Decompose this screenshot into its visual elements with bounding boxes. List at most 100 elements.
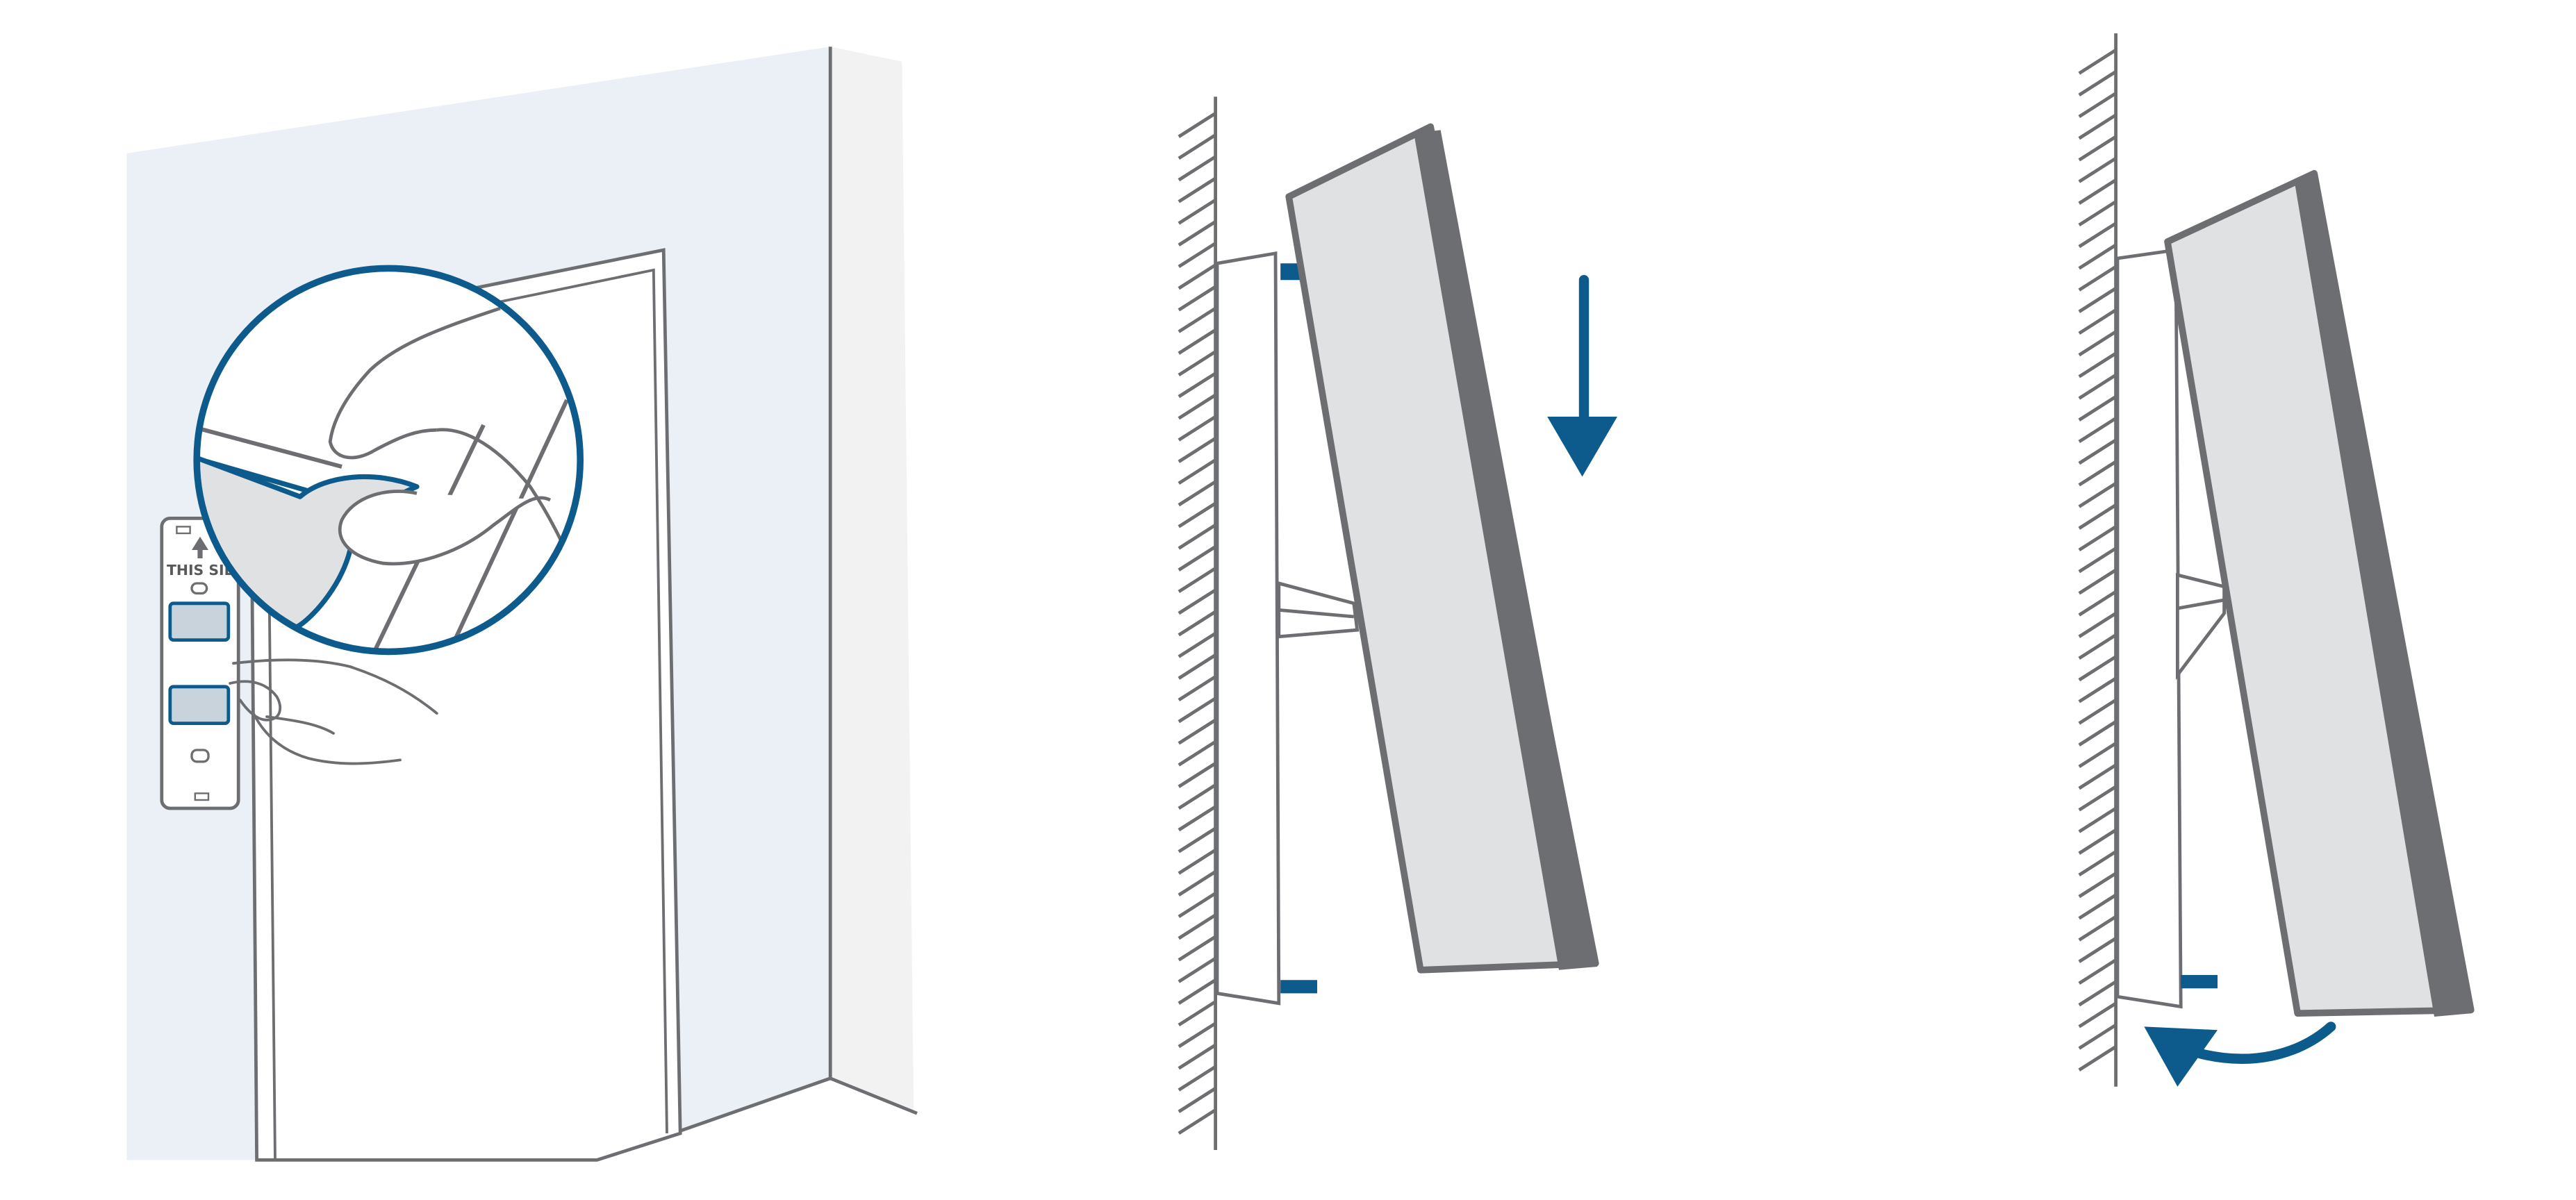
zoom-callout — [193, 265, 584, 656]
adhesive-strip-bottom — [168, 685, 231, 725]
curved-arrow-left-icon — [2144, 1022, 2336, 1087]
hatch-mark — [2078, 1045, 2117, 1072]
hatch-mark — [2078, 655, 2117, 682]
hatch-mark — [1178, 826, 1216, 853]
hatch-mark — [2078, 893, 2117, 920]
hatch-mark — [1178, 610, 1216, 637]
mounting-plate-side-2 — [2115, 248, 2183, 1009]
hatch-mark — [1178, 263, 1216, 290]
hatch-mark — [1178, 545, 1216, 572]
hatch-mark — [2078, 222, 2117, 249]
hatch-mark — [2078, 612, 2117, 638]
hatch-mark — [2078, 525, 2117, 552]
mounting-plate-side — [1215, 251, 1281, 1006]
hatch-mark — [1178, 176, 1216, 203]
adhesive-strip-top — [168, 601, 231, 642]
hatch-mark — [2078, 70, 2117, 97]
floor-line-side — [829, 1076, 918, 1115]
kickstand-2 — [2176, 572, 2226, 681]
hatch-mark — [1178, 501, 1216, 528]
hatch-mark — [1178, 415, 1216, 442]
hatch-mark — [2078, 937, 2117, 963]
wall-hatching — [1178, 97, 1217, 1150]
hatch-mark — [2078, 373, 2117, 400]
panel-2-hang-device — [1178, 97, 1617, 1150]
hatch-mark — [1178, 393, 1216, 420]
hatch-mark — [1178, 956, 1216, 983]
hatch-mark — [2078, 200, 2117, 227]
hatch-mark — [2078, 135, 2117, 162]
hatch-mark — [2078, 850, 2117, 877]
hatch-mark — [2078, 92, 2117, 119]
hatch-mark — [1178, 935, 1216, 962]
hatch-mark — [2078, 395, 2117, 422]
hatch-mark — [2078, 676, 2117, 703]
hatch-mark — [2078, 698, 2117, 725]
hatch-mark — [1178, 328, 1216, 355]
device-tilted-2 — [2164, 169, 2475, 1017]
hatch-mark — [1178, 697, 1216, 724]
hatch-mark — [1178, 437, 1216, 463]
wall-hatching-2 — [2078, 33, 2117, 1087]
hatch-mark — [1178, 198, 1216, 225]
hatch-mark — [1178, 242, 1216, 269]
hatch-mark — [1178, 458, 1216, 485]
mounting-plate: THIS SIDE — [160, 517, 245, 810]
hatch-mark — [1178, 870, 1216, 897]
top-hook — [1280, 263, 1301, 281]
hatch-mark — [1178, 675, 1216, 702]
hatch-mark — [1178, 112, 1216, 138]
panel-3-press-to-wall — [2078, 33, 2475, 1087]
hatch-mark — [1178, 480, 1216, 507]
hatch-mark — [2078, 330, 2117, 357]
hatch-mark — [1178, 1065, 1216, 1092]
hatch-mark — [1178, 350, 1216, 377]
kickstand — [1277, 581, 1360, 639]
hatch-mark — [2078, 351, 2117, 378]
hatch-mark — [1178, 285, 1216, 312]
hatch-mark — [2078, 156, 2117, 183]
hatch-mark — [2078, 547, 2117, 574]
hatch-mark — [1178, 762, 1216, 788]
hatch-mark — [2078, 720, 2117, 747]
hatch-mark — [2078, 980, 2117, 1007]
hatch-mark — [2078, 915, 2117, 942]
hatch-mark — [2078, 763, 2117, 790]
hatch-mark — [2078, 633, 2117, 660]
device-tilted — [1285, 123, 1599, 974]
hatch-mark — [1178, 567, 1216, 594]
panel-1-install-plate: THIS SIDE — [126, 47, 918, 1162]
hatch-mark — [2078, 438, 2117, 465]
hatch-mark — [1178, 523, 1216, 550]
hatch-mark — [2078, 828, 2117, 855]
hatch-mark — [1178, 631, 1216, 658]
side-wall — [830, 47, 914, 1114]
hatch-mark — [2078, 958, 2117, 985]
hatch-mark — [1178, 805, 1216, 832]
hatch-mark — [2078, 48, 2117, 75]
hatch-mark — [1178, 1000, 1216, 1027]
hatch-mark — [2078, 287, 2117, 313]
hatch-mark — [2078, 568, 2117, 595]
hatch-mark — [2078, 265, 2117, 292]
hatch-mark — [1178, 588, 1216, 615]
hatch-mark — [1178, 913, 1216, 940]
hatch-mark — [2078, 417, 2117, 444]
bottom-hook — [1280, 980, 1317, 994]
hatch-mark — [1178, 1087, 1216, 1113]
hatch-mark — [1178, 783, 1216, 810]
hatch-mark — [1178, 848, 1216, 875]
hatch-mark — [2078, 785, 2117, 812]
hatch-mark — [1178, 1022, 1216, 1049]
hatch-mark — [1178, 1043, 1216, 1070]
hatch-mark — [1178, 1108, 1216, 1135]
hatch-mark — [1178, 306, 1216, 333]
hand-icon — [229, 658, 438, 765]
hatch-mark — [2078, 1023, 2117, 1050]
bottom-hook-2 — [2181, 975, 2218, 989]
hatch-mark — [2078, 872, 2117, 899]
hatch-mark — [2078, 503, 2117, 530]
arrow-up-icon — [192, 536, 208, 558]
hatch-mark — [2078, 460, 2117, 487]
